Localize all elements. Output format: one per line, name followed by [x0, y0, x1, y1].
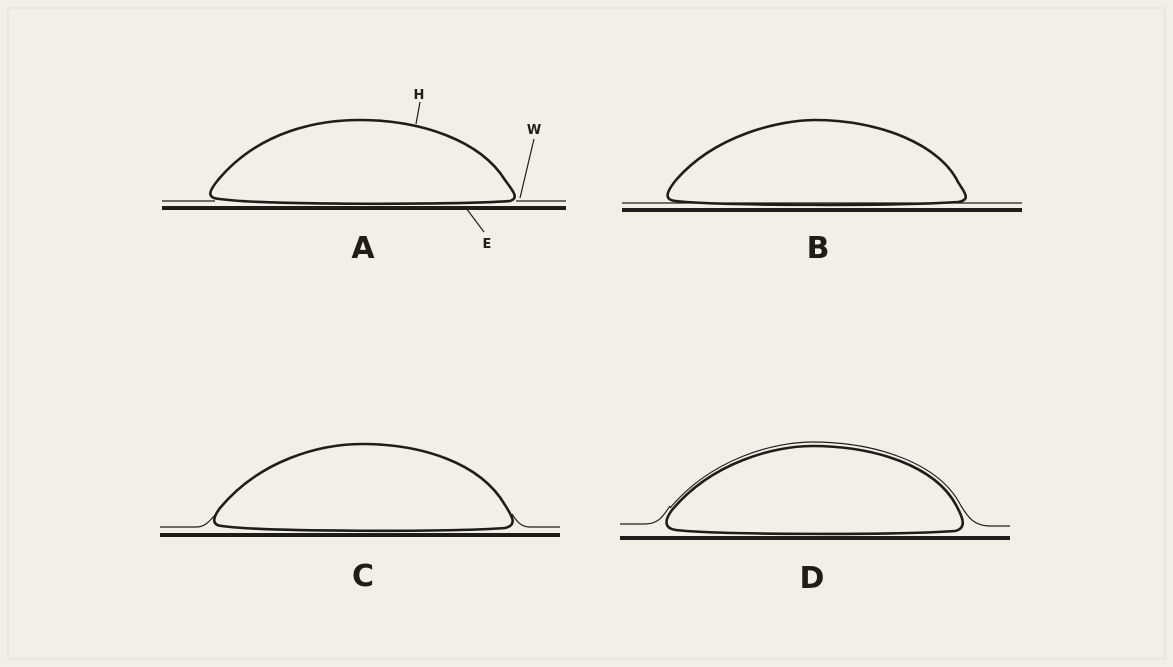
callout-w: W	[527, 123, 541, 138]
plate-border	[8, 8, 1165, 659]
leader-w	[520, 139, 534, 198]
panel-label-c: C	[352, 559, 374, 594]
panel-c: C	[160, 444, 560, 594]
panel-d-drop	[667, 446, 963, 534]
leader-h	[416, 102, 420, 124]
panel-a-drop	[210, 120, 514, 204]
panel-label-b: B	[807, 231, 830, 266]
panel-b: B	[622, 120, 1022, 266]
panel-label-a: A	[351, 231, 375, 266]
callout-h: H	[414, 88, 425, 103]
panel-d-meniscus-left	[620, 506, 670, 524]
leader-e	[466, 208, 484, 232]
panel-c-drop	[214, 444, 512, 531]
panel-c-meniscus-right	[512, 514, 560, 527]
panel-c-meniscus-left	[160, 514, 216, 527]
callout-e: E	[483, 237, 492, 252]
panel-label-d: D	[800, 561, 825, 596]
panel-a: H W E A	[162, 88, 566, 266]
panel-d-meniscus-right	[960, 504, 1010, 526]
panel-b-drop	[668, 120, 966, 205]
panel-d: D	[620, 442, 1010, 596]
